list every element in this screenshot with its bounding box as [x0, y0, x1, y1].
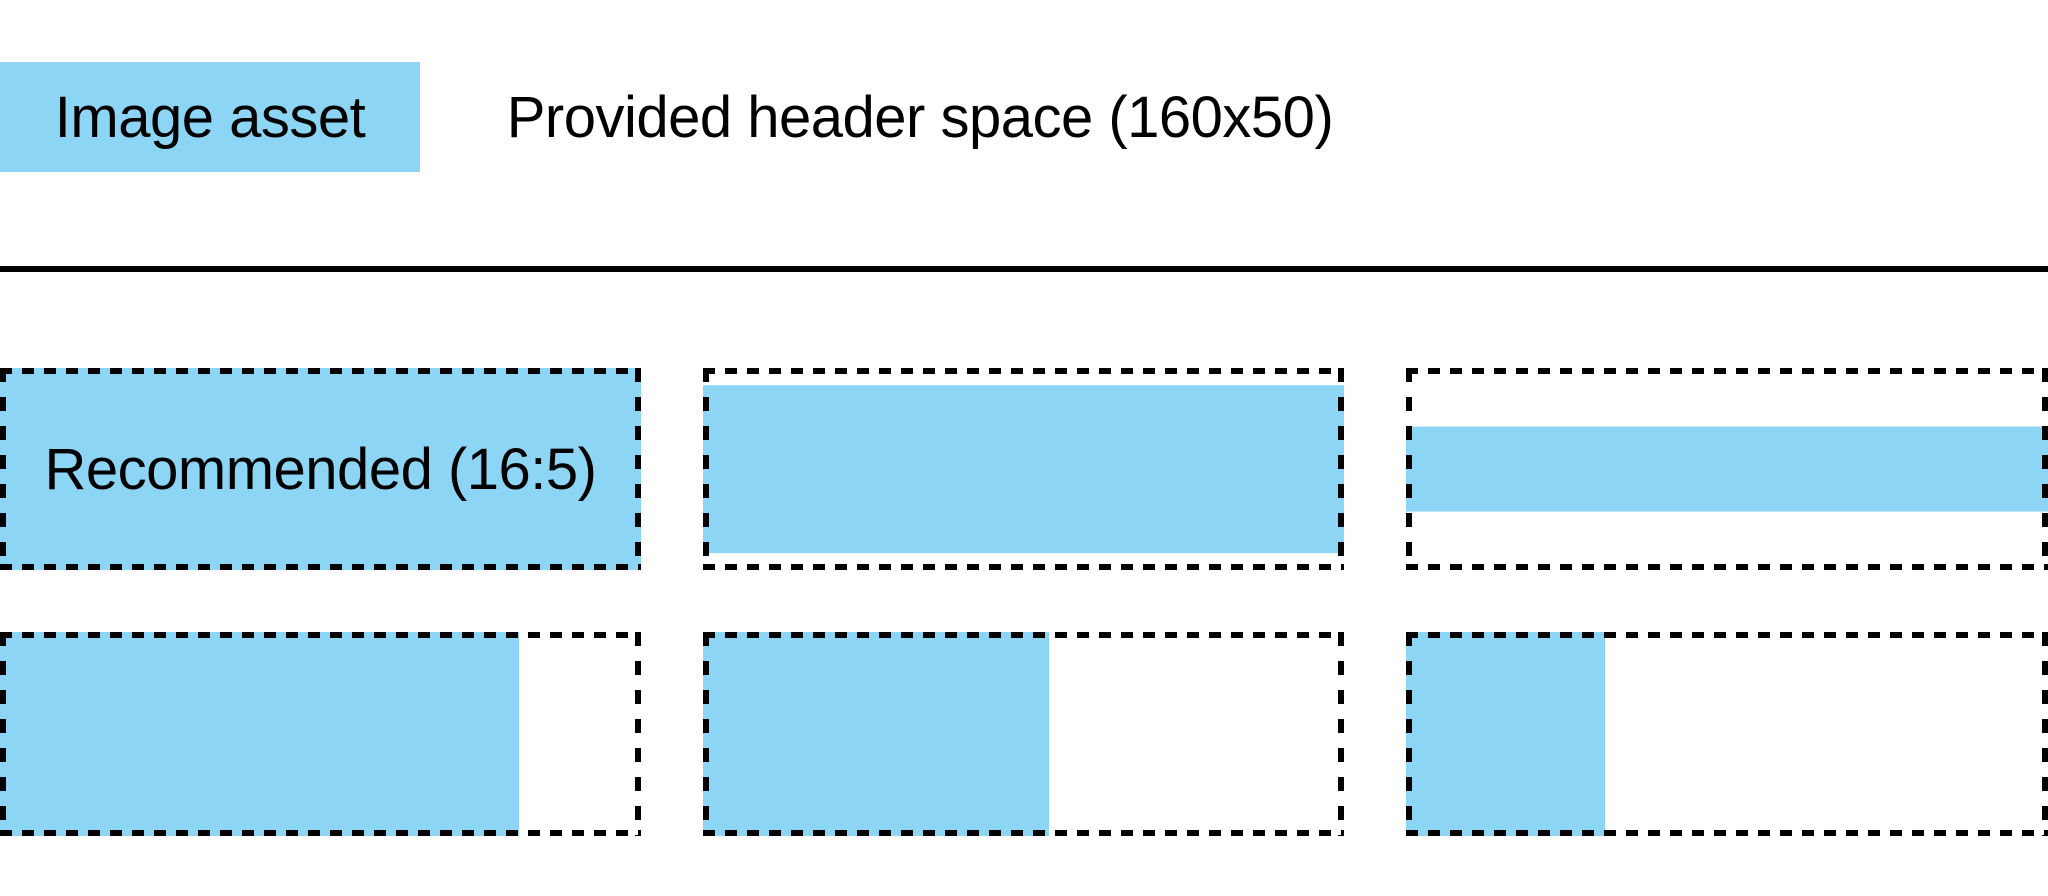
legend-image-asset-swatch: Image asset [0, 62, 420, 172]
example-recommended-16-5: Recommended (16:5) [0, 368, 641, 570]
legend-header-space-label: Provided header space (160x50) [506, 84, 1334, 150]
legend-header-space-box: Provided header space (160x50) [452, 58, 1388, 176]
asset-fill-recommended [0, 368, 641, 570]
asset-fill-wide [703, 385, 1344, 553]
recommended-ratio-label: Recommended (16:5) [44, 436, 597, 502]
asset-fill-wider [1406, 426, 2048, 512]
example-tall-asset-medium [703, 632, 1344, 836]
asset-fill-tall-small [1406, 632, 1606, 836]
legend-image-asset-label: Image asset [54, 84, 366, 150]
section-divider [0, 266, 2048, 272]
example-tall-asset-large [0, 632, 641, 836]
asset-fill-tall-medium [703, 632, 1050, 836]
example-wide-asset-letterboxed [703, 368, 1344, 570]
example-wider-asset-letterboxed [1406, 368, 2048, 570]
asset-fill-tall-large [0, 632, 520, 836]
example-tall-asset-small [1406, 632, 2048, 836]
